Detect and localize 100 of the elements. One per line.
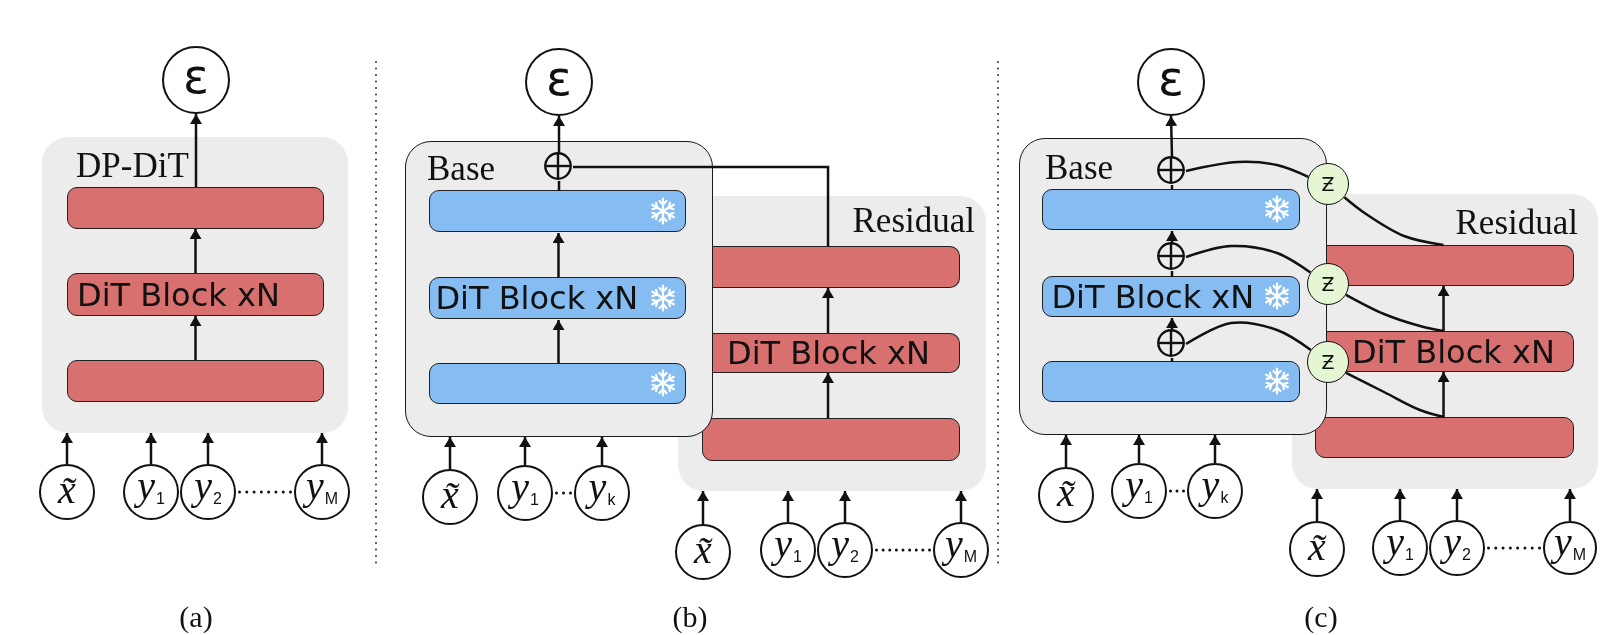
arrow — [552, 320, 565, 364]
transformer-block — [429, 363, 687, 405]
subfigure-label: (c) — [1304, 602, 1338, 632]
transformer-block — [67, 360, 324, 402]
arrow — [189, 316, 202, 360]
block-label: DiT Block xN — [727, 337, 930, 369]
arrow — [1166, 231, 1178, 243]
input-circle — [123, 464, 179, 520]
arrow — [519, 437, 531, 465]
arrow — [782, 491, 794, 522]
adder-circle — [1157, 242, 1186, 271]
connector-line — [1185, 321, 1312, 351]
connector-line — [1345, 371, 1445, 419]
block-label: DiT Block xN — [435, 282, 639, 315]
arrow — [1451, 489, 1463, 520]
panel-title: Residual — [852, 202, 975, 238]
panel-title: Base — [427, 151, 496, 186]
transformer-block — [711, 246, 960, 288]
transformer-block — [1042, 361, 1301, 403]
arrow — [1209, 435, 1221, 463]
arrow — [1165, 115, 1178, 158]
arrow — [316, 433, 328, 464]
transformer-block — [702, 418, 960, 461]
panel-title: Base — [1045, 150, 1114, 185]
input-circle — [1038, 467, 1094, 523]
panel-title: Residual — [1455, 204, 1578, 240]
arrow — [955, 491, 967, 522]
math-symbol: x̃ — [1308, 527, 1326, 567]
input-circle — [180, 464, 236, 520]
arrow — [444, 437, 456, 469]
panel-title: DP-DiT — [76, 147, 189, 183]
connector-line — [573, 165, 830, 246]
transformer-block — [1042, 189, 1301, 231]
input-circle — [933, 522, 989, 578]
input-circle — [817, 522, 873, 578]
arrow — [553, 116, 565, 153]
input-circle — [574, 465, 630, 521]
arrow — [822, 288, 835, 333]
input-circle — [1187, 463, 1243, 519]
arrow — [839, 491, 851, 522]
math-symbol: ε — [546, 54, 572, 102]
input-circle — [422, 469, 478, 525]
input-circle — [675, 524, 731, 580]
transformer-block — [711, 333, 960, 373]
input-circle — [1543, 521, 1597, 575]
arrow — [189, 229, 202, 273]
transformer-block — [1315, 417, 1574, 458]
arrow — [596, 437, 608, 465]
block-label: DiT Block xN — [77, 278, 280, 311]
transformer-block — [67, 273, 324, 316]
input-circle — [39, 464, 95, 520]
connector-line — [557, 181, 561, 191]
input-circle — [1372, 520, 1428, 576]
model-panel — [678, 196, 986, 491]
arrow — [697, 491, 709, 524]
input-circle — [497, 465, 553, 521]
input-circle — [1429, 520, 1485, 576]
math-symbol: ε — [183, 52, 209, 100]
arrow — [61, 433, 73, 464]
arrow — [202, 433, 214, 464]
arrow — [190, 114, 202, 187]
model-panel — [405, 141, 713, 437]
arrow — [1166, 318, 1178, 330]
arrow — [822, 373, 835, 418]
input-circle — [294, 464, 350, 520]
adder-circle — [544, 152, 573, 181]
transformer-block — [429, 277, 687, 320]
math-symbol: Ƶ — [1321, 352, 1335, 372]
connector-line — [1170, 185, 1174, 190]
input-circle — [1111, 463, 1167, 519]
arrow — [1311, 489, 1323, 521]
math-symbol: Ƶ — [1321, 274, 1335, 294]
math-symbol: Ƶ — [1321, 174, 1335, 194]
subfigure-label: (b) — [672, 602, 708, 632]
transformer-block — [1042, 276, 1301, 318]
block-label: DiT Block xN — [1352, 335, 1555, 368]
math-symbol: x̃ — [441, 475, 459, 515]
arrow — [1060, 435, 1072, 467]
input-circle — [1289, 521, 1345, 577]
connector-line — [1170, 358, 1174, 362]
connector-line — [1170, 271, 1174, 277]
adder-circle — [1157, 156, 1186, 185]
transformer-block — [67, 187, 324, 229]
arrow — [552, 233, 565, 278]
arrow — [1437, 286, 1450, 331]
transformer-block — [429, 190, 687, 233]
adder-circle — [1157, 329, 1186, 358]
math-symbol: ε — [1158, 54, 1184, 102]
connector-line — [1345, 293, 1444, 333]
arrow — [1133, 435, 1145, 463]
math-symbol: x̃ — [694, 530, 712, 570]
connector-line — [1185, 160, 1309, 178]
input-circle — [760, 522, 816, 578]
arrow — [145, 433, 157, 464]
arrow — [1564, 489, 1576, 521]
subfigure-label: (a) — [179, 602, 213, 632]
arrow — [1437, 372, 1450, 417]
math-symbol: x̃ — [1057, 473, 1075, 513]
connector-line — [1343, 196, 1444, 247]
block-label: DiT Block xN — [1051, 280, 1255, 313]
